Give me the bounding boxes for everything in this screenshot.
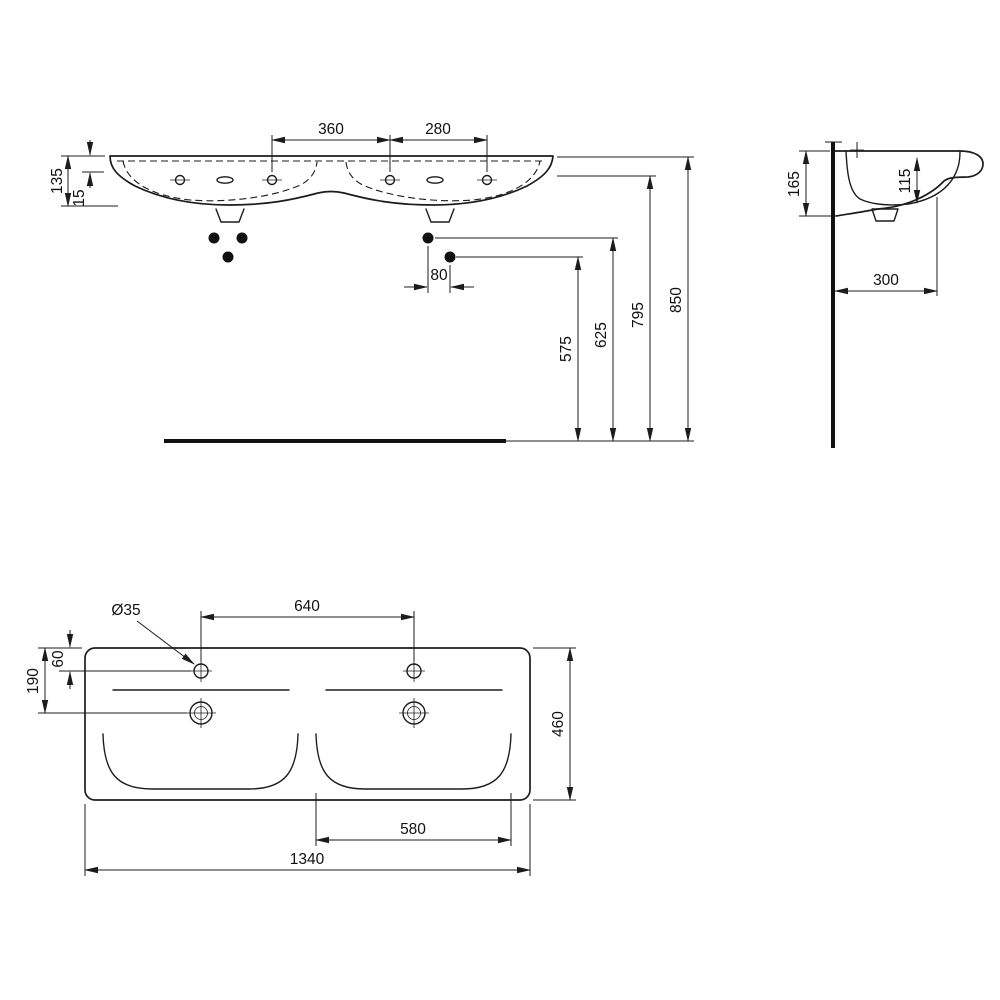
dim-offsets-left: 60 190: [25, 630, 191, 714]
dim-label-115: 115: [897, 169, 914, 194]
front-view: 360 280 135 15 80: [49, 121, 694, 443]
dim-label-850: 850: [668, 287, 685, 313]
right-bowl-outline: [315, 733, 512, 790]
dim-label-80: 80: [430, 267, 448, 284]
fixing-hole: [236, 232, 248, 244]
drain-left: [186, 698, 216, 728]
dim-label-300: 300: [873, 272, 899, 289]
left-bowl-hidden-line: [122, 160, 318, 202]
dim-label-135: 135: [49, 168, 66, 194]
drain-right: [399, 698, 429, 728]
dim-label-15: 15: [71, 189, 88, 206]
dim-fixing-spacing: 80: [404, 246, 474, 293]
dim-label-575: 575: [558, 336, 575, 362]
dim-label-190: 190: [25, 668, 42, 694]
tap-hole-symbols-front: [170, 174, 497, 186]
drain-section: [871, 208, 899, 222]
dim-label-625: 625: [593, 322, 610, 348]
dim-label-1340: 1340: [290, 851, 325, 868]
dim-label-360: 360: [318, 121, 344, 138]
right-drain-outlet: [425, 208, 455, 223]
dim-label-60: 60: [50, 650, 67, 668]
dim-heights-left: 135 15: [49, 140, 118, 207]
tap-hole-right: [403, 660, 425, 682]
left-drain-outlet: [215, 208, 245, 223]
dim-tap-holes-plan: 640 Ø35: [111, 598, 415, 665]
fixing-hole: [422, 232, 434, 244]
dim-widths-bottom: 580 1340: [84, 793, 531, 876]
overflow-slot-icon: [216, 176, 234, 184]
dim-section: 165 115 300: [786, 150, 938, 296]
dim-depth: 460: [533, 647, 576, 801]
basin-front-outline: [109, 155, 554, 206]
dim-label-460: 460: [550, 711, 567, 737]
dim-label-640: 640: [294, 598, 320, 615]
dim-tap-spacing: 360 280: [271, 121, 488, 172]
dim-heights-right: 575 625 795 850: [435, 156, 694, 442]
plan-view: 640 Ø35 60 190 460 580: [25, 598, 576, 876]
leader-line-dia35: [136, 620, 195, 665]
basin-plan-outline: [84, 647, 531, 801]
fixing-hole: [222, 251, 234, 263]
dim-label-dia35: Ø35: [111, 602, 140, 619]
dim-label-280: 280: [425, 121, 451, 138]
right-bowl-hidden-line: [345, 160, 541, 202]
overflow-slot-icon: [426, 176, 444, 184]
left-bowl-outline: [102, 733, 299, 790]
dim-label-580: 580: [400, 821, 426, 838]
side-view: 165 115 300: [786, 141, 984, 448]
dim-label-795: 795: [630, 302, 647, 328]
fixing-hole: [208, 232, 220, 244]
dim-label-165: 165: [786, 171, 803, 197]
tap-hole-left: [190, 660, 212, 682]
fixing-hole: [444, 251, 456, 263]
basin-section-bowl: [845, 150, 961, 206]
